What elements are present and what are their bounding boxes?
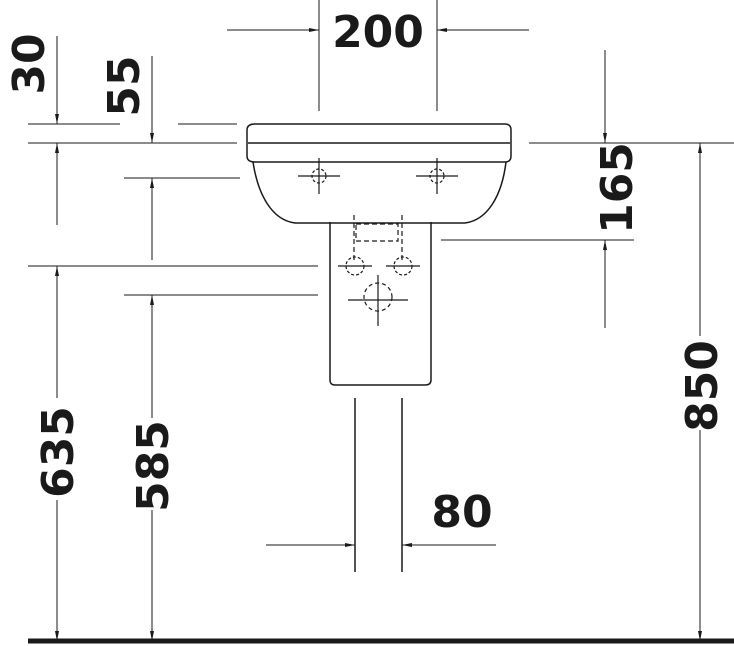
semi-pedestal <box>329 215 432 386</box>
tap-hole-left <box>298 158 340 194</box>
dim-55-label: 55 <box>99 55 150 116</box>
dim-80-label: 80 <box>431 487 492 538</box>
dim-850-label: 850 <box>677 340 728 432</box>
dimension-basin-height: 165 <box>592 50 643 328</box>
dimension-waste-height-585: 585 <box>128 295 179 641</box>
dimension-pipe-width: 80 <box>266 487 496 547</box>
extension-lines <box>28 0 734 296</box>
basin-rim <box>246 123 512 163</box>
basin-bowl <box>252 161 507 224</box>
waste-pipe <box>354 398 403 572</box>
dim-30-label: 30 <box>4 33 55 94</box>
pedestal-body <box>329 222 432 386</box>
dimension-waste-height-635: 635 <box>33 266 84 641</box>
dimension-overall-height: 850 <box>677 143 728 641</box>
dim-635-label: 635 <box>33 406 84 498</box>
waste-outlet-hidden <box>355 223 399 242</box>
dimension-rim-to-overflow: 55 <box>99 55 154 260</box>
dim-165-label: 165 <box>592 142 643 234</box>
dimension-tap-spacing: 200 <box>227 7 529 58</box>
dimension-rim-offset: 30 <box>4 33 59 225</box>
tap-hole-right <box>416 158 458 194</box>
dim-585-label: 585 <box>128 420 179 512</box>
trap-connection <box>363 282 393 312</box>
basin <box>246 123 512 224</box>
dim-200-label: 200 <box>332 7 424 58</box>
